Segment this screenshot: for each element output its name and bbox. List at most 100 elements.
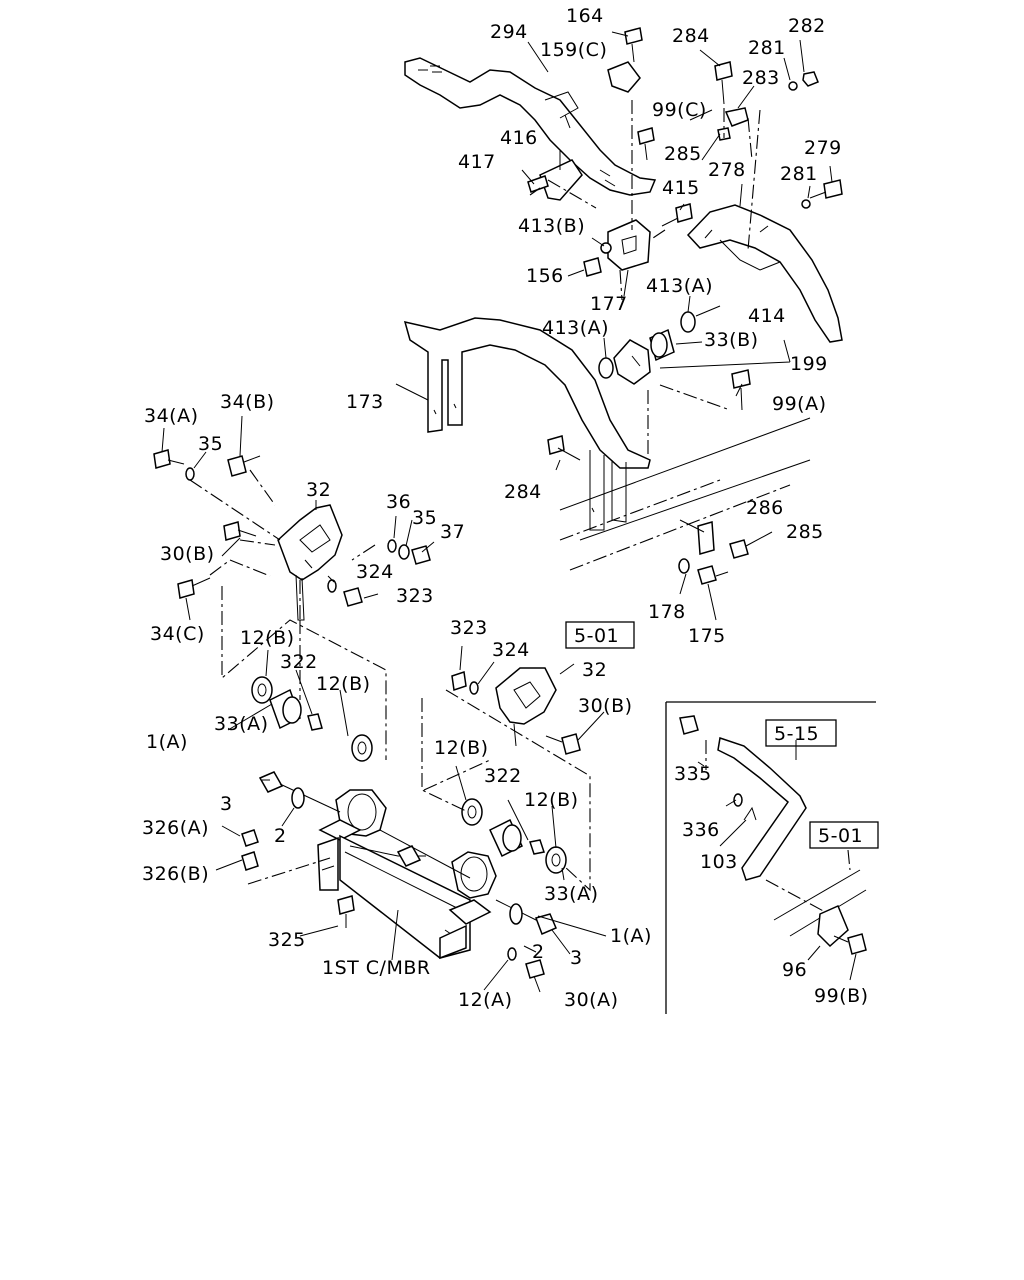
label-1a-2: 1(A) [610, 925, 652, 947]
ref-5-15-label: 5-15 [774, 723, 819, 745]
label-322-1: 322 [280, 651, 318, 673]
mount-1a-right [439, 851, 497, 960]
label-285-top: 285 [664, 143, 702, 165]
label-284-top: 284 [672, 25, 710, 47]
bolt-34c [177, 579, 195, 599]
collar-2-right [509, 903, 523, 925]
label-415: 415 [662, 177, 700, 199]
nut-282 [802, 71, 819, 87]
label-326a: 326(A) [142, 817, 209, 839]
bolt-34b [227, 455, 247, 477]
washer-12b-3 [461, 798, 483, 826]
washer-12b-4 [545, 846, 567, 874]
label-96: 96 [782, 959, 807, 981]
label-37: 37 [440, 521, 465, 543]
bolt-415 [675, 203, 693, 223]
label-99b: 99(B) [814, 985, 869, 1007]
label-175: 175 [688, 625, 726, 647]
ref-box-5-01[interactable]: 5-01 [565, 621, 635, 649]
label-173: 173 [346, 391, 384, 413]
label-12b-4: 12(B) [524, 789, 579, 811]
bolt-99c [637, 127, 655, 161]
label-33a-1: 33(A) [214, 713, 269, 735]
label-99c: 99(C) [652, 99, 707, 121]
label-279: 279 [804, 137, 842, 159]
nut-156 [583, 257, 602, 277]
frame-bracket-294 [404, 57, 657, 196]
washer-12a [507, 947, 517, 961]
label-322-2: 322 [484, 765, 522, 787]
label-177: 177 [590, 293, 628, 315]
washer-324a [327, 579, 337, 593]
ref-box-5-15[interactable]: 5-15 [765, 719, 837, 747]
label-413b: 413(B) [518, 215, 585, 237]
plate-286 [697, 521, 715, 555]
bracket-177 [607, 219, 651, 271]
bolt-284 [714, 61, 733, 105]
washer-336 [733, 793, 743, 807]
nut-323b [451, 671, 467, 691]
washer-12b-1 [251, 676, 273, 704]
nut-mid [396, 845, 422, 867]
bolt-30b-upper [223, 521, 241, 541]
plate-416 [527, 159, 583, 201]
nut-323a [343, 587, 363, 607]
bolt-30b-lower [561, 733, 581, 755]
bracket-32-left [277, 504, 343, 621]
label-2-left: 2 [274, 825, 287, 847]
label-2-right: 2 [532, 941, 545, 963]
bolt-164 [607, 27, 643, 93]
washer-413a-upper [680, 311, 696, 333]
label-323-upper: 323 [396, 585, 434, 607]
pin-414 [695, 305, 721, 317]
ref-5-01-inset-label: 5-01 [818, 825, 863, 847]
label-286: 286 [746, 497, 784, 519]
label-283: 283 [742, 67, 780, 89]
label-156: 156 [526, 265, 564, 287]
ref-box-5-01-inset[interactable]: 5-01 [809, 821, 879, 849]
washer-178 [678, 558, 690, 574]
label-416: 416 [500, 127, 538, 149]
label-35-left: 35 [198, 433, 223, 455]
label-32-left: 32 [306, 479, 331, 501]
label-285-mid: 285 [786, 521, 824, 543]
label-323-lower: 323 [450, 617, 488, 639]
stud-322-1 [307, 713, 323, 731]
washer-324b [469, 681, 479, 695]
bolt-175 [697, 565, 717, 585]
label-3-right: 3 [570, 947, 583, 969]
label-284-mid: 284 [504, 481, 542, 503]
label-36: 36 [386, 491, 411, 513]
label-12b-2: 12(B) [316, 673, 371, 695]
rubber-33b [649, 328, 675, 362]
bolt-325 [337, 895, 355, 915]
cap-326a [241, 829, 259, 847]
washer-35b [398, 544, 410, 560]
rail-lines [559, 417, 811, 541]
label-30b-lower: 30(B) [578, 695, 633, 717]
bracket-32-right [495, 667, 557, 747]
bolt-335 [679, 715, 699, 735]
label-335: 335 [674, 763, 712, 785]
label-3-left: 3 [220, 793, 233, 815]
label-294: 294 [490, 21, 528, 43]
frame-tube-173 [403, 317, 651, 531]
label-326b: 326(B) [142, 863, 209, 885]
label-413a-lower: 413(A) [542, 317, 609, 339]
label-30a: 30(A) [564, 989, 619, 1011]
callout-labels: 164 294 159(C) 284 282 281 283 99(C) 285… [142, 5, 869, 1011]
mount-199 [613, 339, 651, 385]
stud-2-left [279, 783, 341, 813]
label-1st-cmbr: 1ST C/MBR [322, 957, 431, 979]
label-35-right: 35 [412, 507, 437, 529]
label-159c: 159(C) [540, 39, 607, 61]
label-281-mid: 281 [780, 163, 818, 185]
washer-36 [387, 539, 397, 553]
washer-281 [788, 81, 798, 91]
label-33b: 33(B) [704, 329, 759, 351]
nut-3-right [535, 913, 557, 935]
nut-326b [241, 851, 259, 871]
nut-3-left [258, 771, 284, 793]
label-325: 325 [268, 929, 306, 951]
